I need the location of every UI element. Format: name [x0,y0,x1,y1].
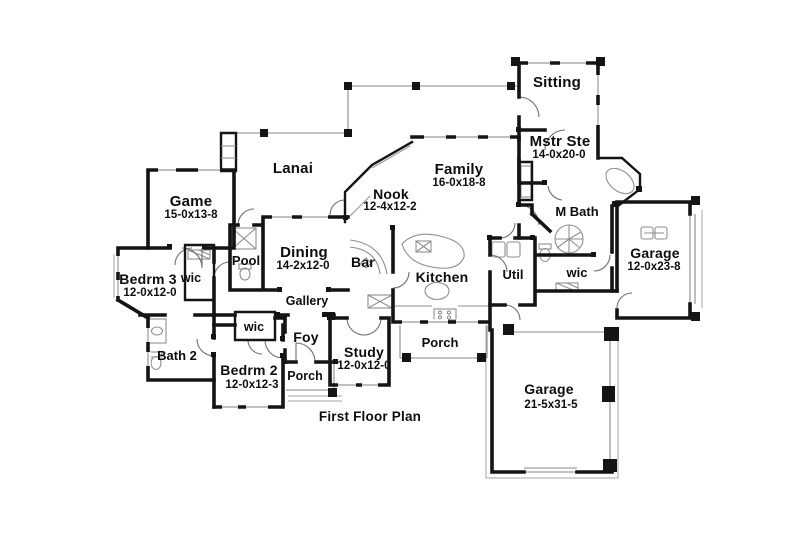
room-label-nook: Nook [373,186,409,202]
room-label-bath2: Bath 2 [157,348,197,363]
room-label-lanai: Lanai [273,160,313,177]
room-label-game: Game [170,193,213,210]
room-label-dining: Dining [280,244,328,261]
room-label-porch-entry: Porch [287,369,322,383]
room-dims-study: 12-0x12-0 [337,360,390,372]
room-dims-family: 16-0x18-8 [432,177,486,189]
plan-title: First Floor Plan [319,409,421,424]
room-label-kitchen: Kitchen [416,269,469,285]
room-label-util: Util [503,267,524,282]
room-label-wic-bedrm2: wic [243,320,264,334]
room-label-bedrm2: Bedrm 2 [220,362,277,378]
room-label-garage-main: Garage [524,381,573,397]
thin-outline-lines [113,85,703,479]
room-label-pool: Pool [232,253,260,268]
room-label-family: Family [435,161,484,178]
columns-and-jambs [167,57,700,472]
room-label-bedrm3: Bedrm 3 [119,271,176,287]
room-label-wic-bedrm3: wic [180,271,201,285]
room-dims-garage-side: 12-0x23-8 [627,261,681,273]
room-label-m-bath: M Bath [555,204,598,219]
room-dims-bedrm3: 12-0x12-0 [123,287,176,299]
room-dims-nook: 12-4x12-2 [363,201,416,213]
room-label-study: Study [344,344,384,360]
windows [115,60,601,410]
room-dims-game: 15-0x13-8 [164,209,218,221]
room-labels: Sitting Mstr Ste 14-0x20-0 Family 16-0x1… [119,74,681,424]
room-label-gallery: Gallery [286,294,328,308]
room-label-wic-master: wic [566,265,588,280]
room-dims-dining: 14-2x12-0 [276,260,329,272]
exterior-walls [115,61,692,474]
room-label-mstr-ste: Mstr Ste [530,133,591,150]
room-label-foy: Foy [293,329,319,345]
room-dims-garage-main: 21-5x31-5 [524,399,578,411]
room-dims-mstr-ste: 14-0x20-0 [532,149,585,161]
room-dims-bedrm2: 12-0x12-3 [225,379,278,391]
room-label-garage-side: Garage [630,245,679,261]
room-label-sitting: Sitting [533,74,581,91]
room-label-porch-rear: Porch [422,335,459,350]
room-label-bar: Bar [351,254,375,270]
